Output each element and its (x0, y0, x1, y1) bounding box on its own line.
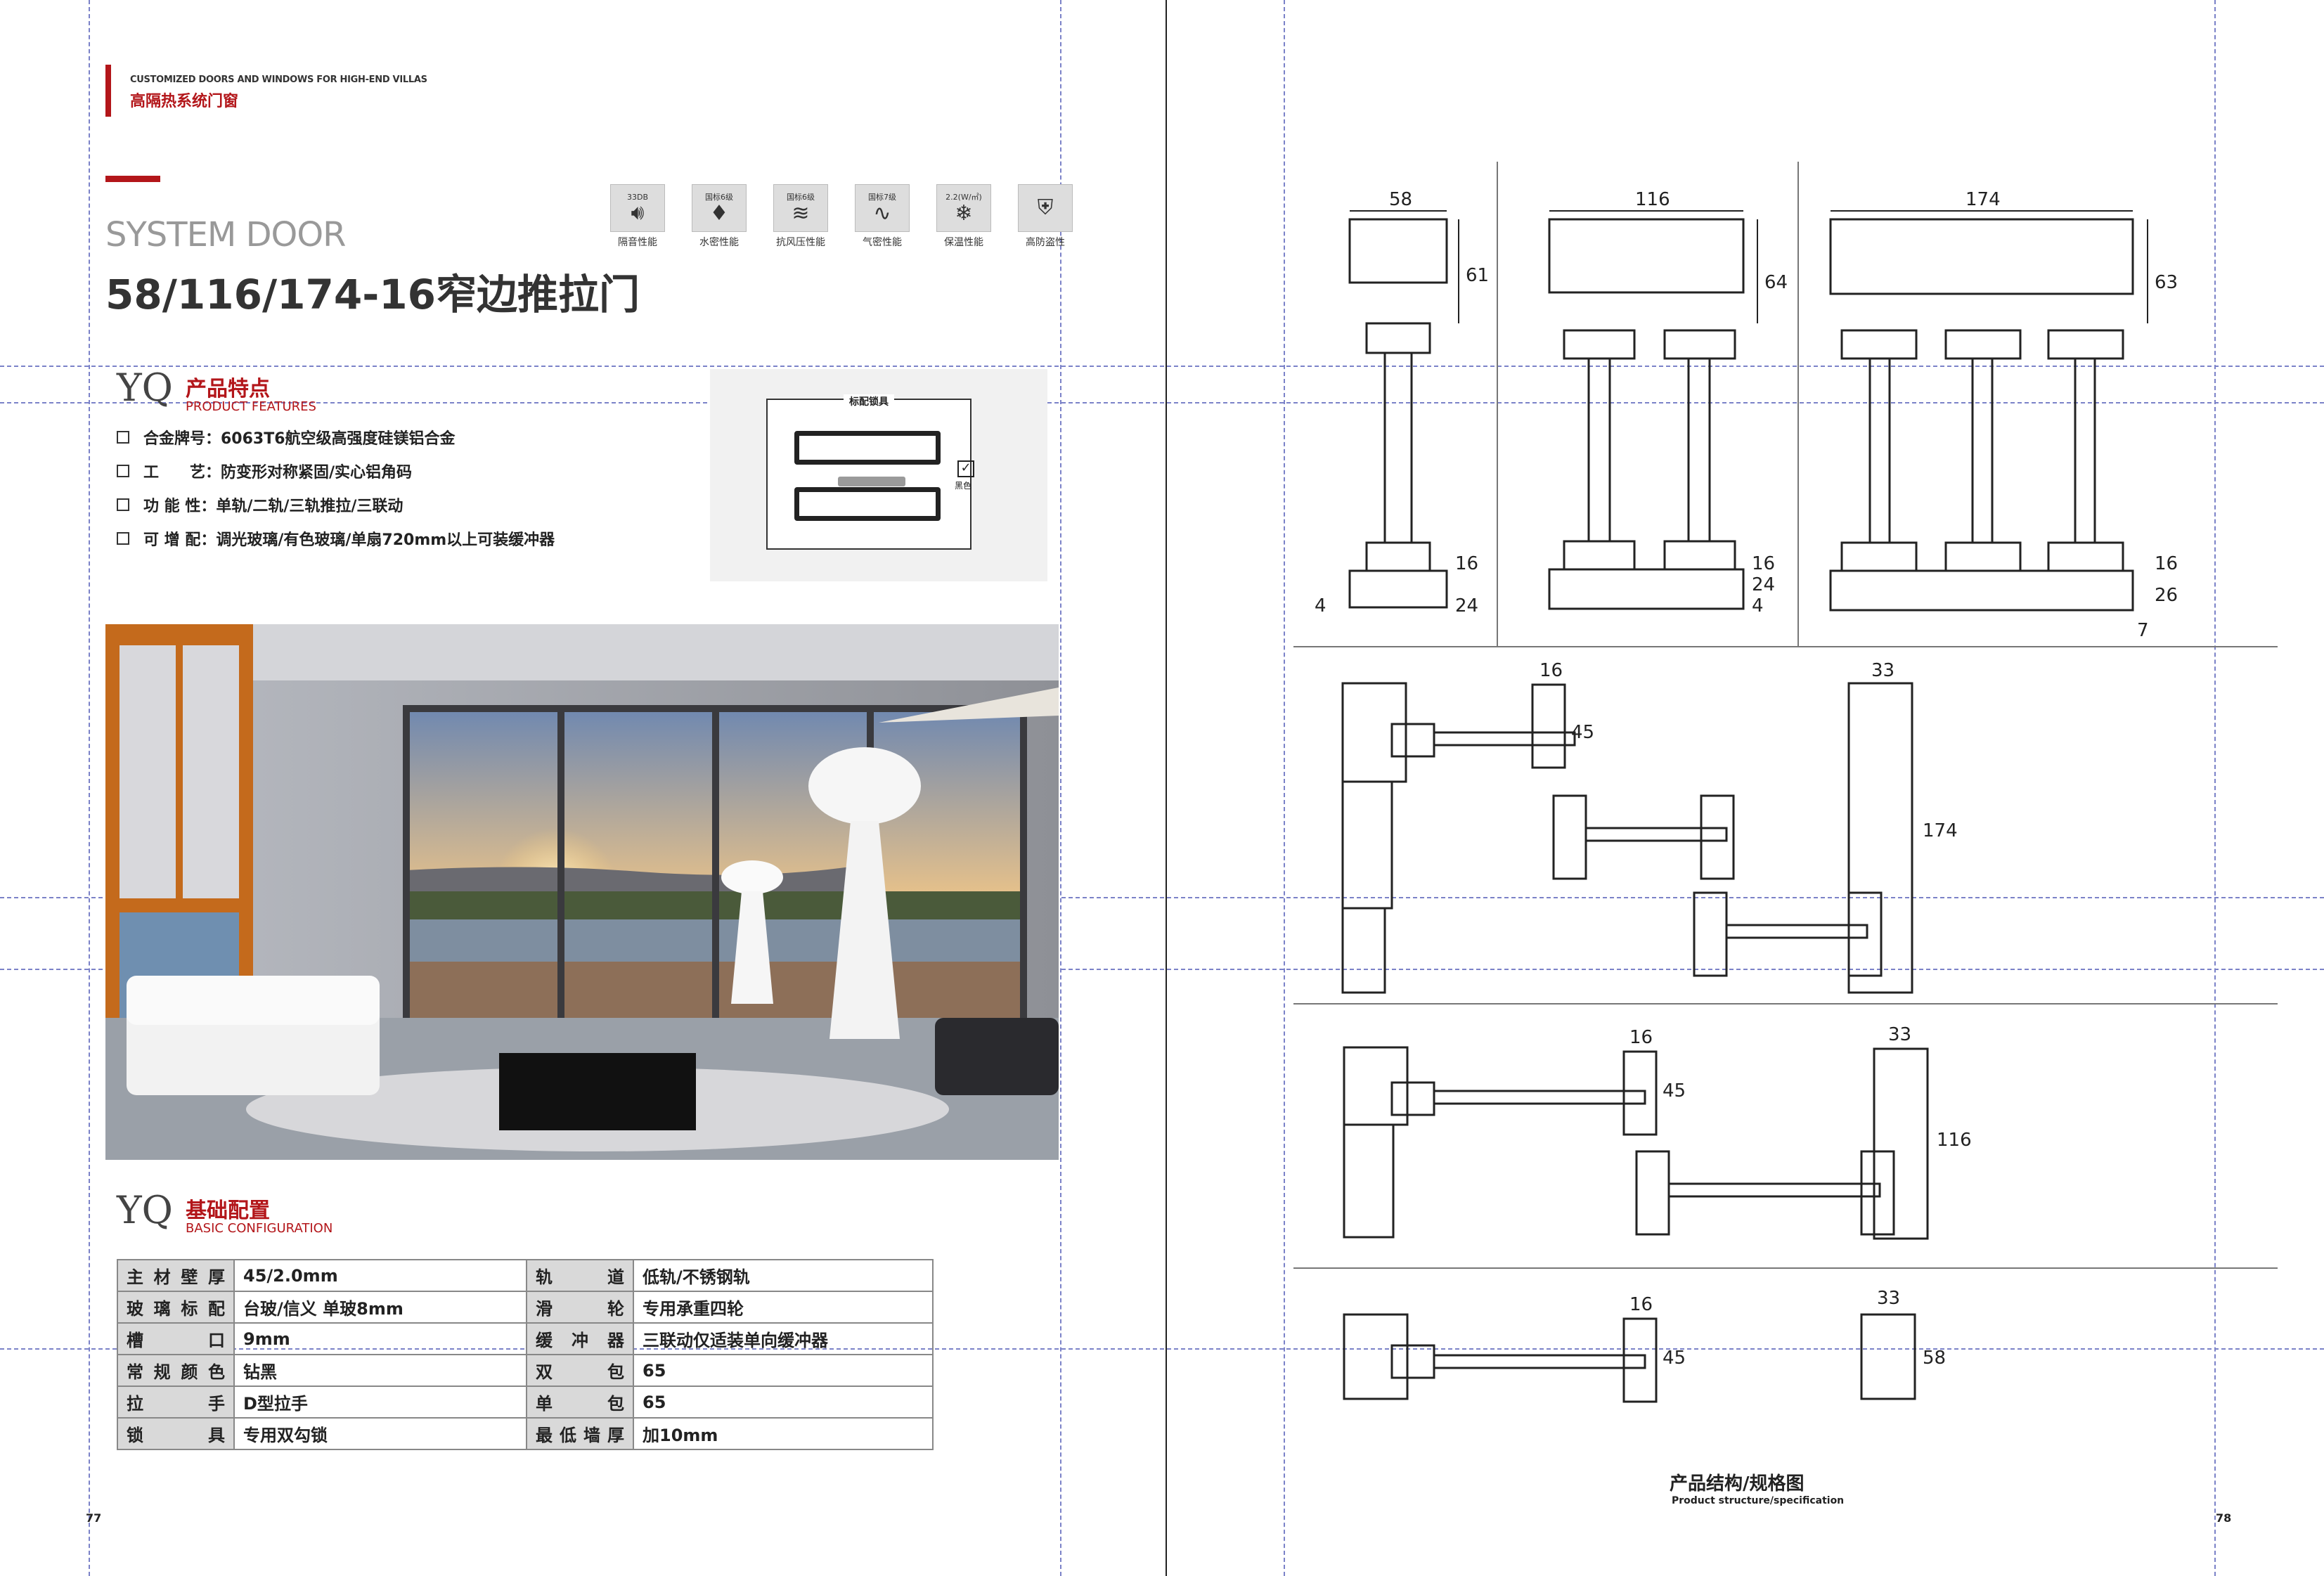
feature-water: 国标6级♦ 水密性能 (692, 184, 747, 249)
dimension-label: 16 (1539, 660, 1563, 681)
list-item: 功 能 性：单轨/二轨/三轨推拉/三联动 (117, 496, 555, 515)
page-number-right: 78 (2216, 1511, 2232, 1525)
feature-thermal: 2.2(W/㎡)❄ 保温性能 (936, 184, 991, 249)
dimension-label: 26 (2155, 585, 2178, 606)
drawing-caption-en: Product structure/specification (1672, 1495, 1845, 1506)
dimension-label: 174 (1965, 189, 2001, 210)
wind-icon: ≋ (792, 201, 810, 226)
dimension-label: 4 (1752, 595, 1764, 616)
product-photo (105, 624, 1059, 1160)
yq-mark: YQ (117, 1188, 173, 1232)
airflow-icon: ∿ (873, 201, 891, 226)
features-title: 产品特点 (186, 377, 270, 401)
dimension-label: 33 (1877, 1288, 1900, 1309)
brand-title: 高隔热系统门窗 (130, 93, 239, 110)
dimension-label: 16 (1629, 1027, 1653, 1048)
dimension-label: 33 (1888, 1024, 1911, 1045)
speaker-icon: 🔊︎ (631, 200, 645, 225)
table-row: 玻璃标配台玻/信义 单玻8mm 滑 轮专用承重四轮 (117, 1291, 934, 1324)
dimension-label: 63 (2155, 272, 2178, 293)
guide-line (89, 0, 90, 1576)
dimension-label: 16 (1629, 1294, 1653, 1315)
guide-line (2214, 0, 2216, 1576)
guide-line (1060, 0, 1061, 1576)
features-subtitle: PRODUCT FEATURES (186, 399, 316, 414)
list-item: 可 增 配：调光玻璃/有色玻璃/单扇720mm以上可装缓冲器 (117, 530, 555, 549)
dimension-label: 4 (1315, 595, 1326, 616)
guide-line (1284, 0, 1285, 1576)
dimension-label: 174 (1923, 820, 1958, 841)
guide-line (0, 969, 2324, 970)
page-number-left: 77 (86, 1511, 102, 1525)
hardware-title: 标配锁具 (844, 394, 894, 408)
lock-handle-icon (838, 477, 905, 486)
dimension-label: 7 (2137, 620, 2149, 641)
section-label: SYSTEM DOOR (105, 215, 346, 254)
feature-air: 国标7级∿ 气密性能 (855, 184, 910, 249)
lock-slot-top (794, 431, 941, 465)
features-list: 合金牌号：6063T6航空级高强度硅镁铝合金 工 艺：防变形对称紧固/实心铝角码… (117, 429, 555, 564)
brand-subtitle: CUSTOMIZED DOORS AND WINDOWS FOR HIGH-EN… (130, 75, 427, 85)
dimension-label: 116 (1937, 1130, 1972, 1151)
dimension-label: 61 (1466, 265, 1489, 286)
feature-sound: 33DB🔊︎ 隔音性能 (610, 184, 665, 249)
color-label: 黑色 (955, 481, 972, 491)
guide-line (0, 366, 2324, 367)
page-divider (1166, 0, 1167, 1576)
list-item: 工 艺：防变形对称紧固/实心铝角码 (117, 463, 555, 482)
dimension-label: 24 (1752, 574, 1775, 595)
guide-line (0, 897, 2324, 898)
profile-drawings: 58 61 4 24 16 116 64 4 24 16 174 63 7 26… (1293, 162, 2278, 1403)
dimension-label: 45 (1571, 722, 1594, 743)
config-subtitle: BASIC CONFIGURATION (186, 1221, 333, 1236)
page-title: 58/116/174-16窄边推拉门 (105, 271, 640, 318)
hardware-frame (766, 399, 971, 550)
dimension-label: 16 (2155, 553, 2178, 574)
dimension-label: 45 (1663, 1080, 1686, 1102)
checkbox-icon (117, 498, 129, 511)
dimension-label: 16 (1752, 553, 1775, 574)
dimension-label: 64 (1764, 272, 1788, 293)
checkbox-icon (117, 465, 129, 477)
dimension-label: 45 (1663, 1348, 1686, 1369)
list-item: 合金牌号：6063T6航空级高强度硅镁铝合金 (117, 429, 555, 448)
dimension-label: 24 (1455, 595, 1478, 616)
performance-icons: 33DB🔊︎ 隔音性能 国标6级♦ 水密性能 国标6级≋ 抗风压性能 国标7级∿… (610, 184, 1073, 249)
feature-security: ⛨ 高防盗性 (1018, 184, 1073, 249)
dimension-label: 58 (1923, 1348, 1946, 1369)
check-icon: ✓ (957, 460, 974, 477)
guide-line (0, 402, 2324, 403)
water-drop-icon: ♦ (709, 201, 729, 226)
guide-line (0, 1348, 2324, 1350)
snowflake-icon: ❄ (955, 201, 973, 226)
dimension-label: 58 (1389, 189, 1412, 210)
dimension-label: 116 (1635, 189, 1670, 210)
lock-slot-bottom (794, 487, 941, 521)
dimension-label: 33 (1871, 660, 1894, 681)
accent-line (105, 176, 160, 182)
config-title: 基础配置 (186, 1199, 270, 1223)
checkbox-icon (117, 431, 129, 444)
table-row: 锁 具专用双勾锁 最低墙厚加10mm (117, 1417, 934, 1450)
shield-lock-icon: ⛨ (1037, 195, 1054, 220)
feature-wind: 国标6级≋ 抗风压性能 (773, 184, 828, 249)
brand-bar (105, 65, 111, 117)
checkbox-icon (117, 532, 129, 545)
drawing-caption: 产品结构/规格图 (1670, 1473, 1805, 1494)
dimension-label: 16 (1455, 553, 1478, 574)
yq-mark: YQ (117, 366, 173, 410)
